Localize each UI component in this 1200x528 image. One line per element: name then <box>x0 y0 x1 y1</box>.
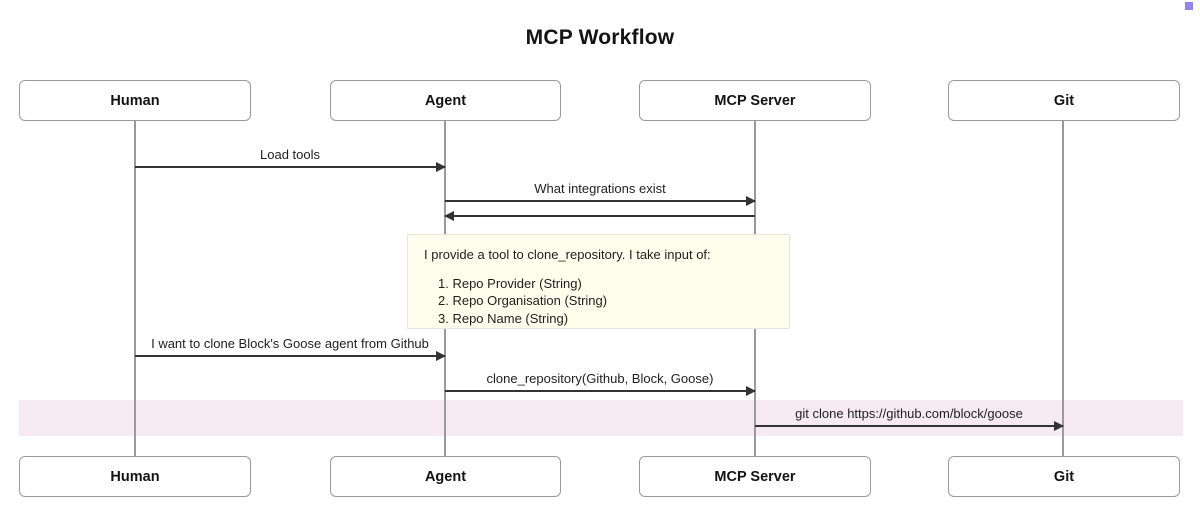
message-label: What integrations exist <box>534 181 666 196</box>
lifeline-human <box>134 121 136 456</box>
actor-label: MCP Server <box>714 468 796 485</box>
arrowhead-icon <box>436 162 446 172</box>
actor-bottom-mcpserver[interactable]: MCP Server <box>639 456 871 497</box>
message-clone-repository: clone_repository(Github, Block, Goose) <box>445 371 756 396</box>
actor-bottom-git[interactable]: Git <box>948 456 1180 497</box>
arrowhead-icon <box>444 211 454 221</box>
note-intro-text: I provide a tool to clone_repository. I … <box>424 247 711 262</box>
actor-label: Agent <box>424 92 467 109</box>
actor-top-agent[interactable]: Agent <box>330 80 561 121</box>
actor-bottom-human[interactable]: Human <box>19 456 251 497</box>
actor-top-mcpserver[interactable]: MCP Server <box>639 80 871 121</box>
actor-label: Git <box>1053 92 1075 109</box>
note-input-list: 1. Repo Provider (String) 2. Repo Organi… <box>424 275 773 328</box>
actor-label: Human <box>110 468 160 485</box>
arrowhead-icon <box>1054 421 1064 431</box>
message-clone-request: I want to clone Block's Goose agent from… <box>135 336 446 361</box>
actor-top-human[interactable]: Human <box>19 80 251 121</box>
actor-top-git[interactable]: Git <box>948 80 1180 121</box>
actor-label: Agent <box>424 468 467 485</box>
git-clone-highlight-band <box>19 400 1183 436</box>
actor-label: Git <box>1053 468 1075 485</box>
page-title: MCP Workflow <box>525 26 675 49</box>
arrowhead-icon <box>436 351 446 361</box>
message-label: clone_repository(Github, Block, Goose) <box>486 371 714 386</box>
arrowhead-icon <box>746 386 756 396</box>
note-list-item: 2. Repo Organisation (String) <box>438 293 608 309</box>
message-label: git clone https://github.com/block/goose <box>795 406 1023 421</box>
actor-label: MCP Server <box>714 92 796 109</box>
actor-label: Human <box>110 92 160 109</box>
lifeline-git <box>1062 121 1064 456</box>
arrowhead-icon <box>746 196 756 206</box>
message-what-integrations-exist: What integrations exist <box>445 181 756 206</box>
message-integrations-reply <box>444 211 755 221</box>
message-load-tools: Load tools <box>135 147 446 172</box>
tool-description-note: I provide a tool to clone_repository. I … <box>407 234 790 329</box>
actor-bottom-agent[interactable]: Agent <box>330 456 561 497</box>
message-git-clone: git clone https://github.com/block/goose <box>755 406 1064 431</box>
corner-marker-icon <box>1185 2 1193 10</box>
message-label: I want to clone Block's Goose agent from… <box>151 336 429 351</box>
message-label: Load tools <box>260 147 320 162</box>
note-list-item: 3. Repo Name (String) <box>438 310 569 326</box>
note-list-item: 1. Repo Provider (String) <box>438 275 582 291</box>
